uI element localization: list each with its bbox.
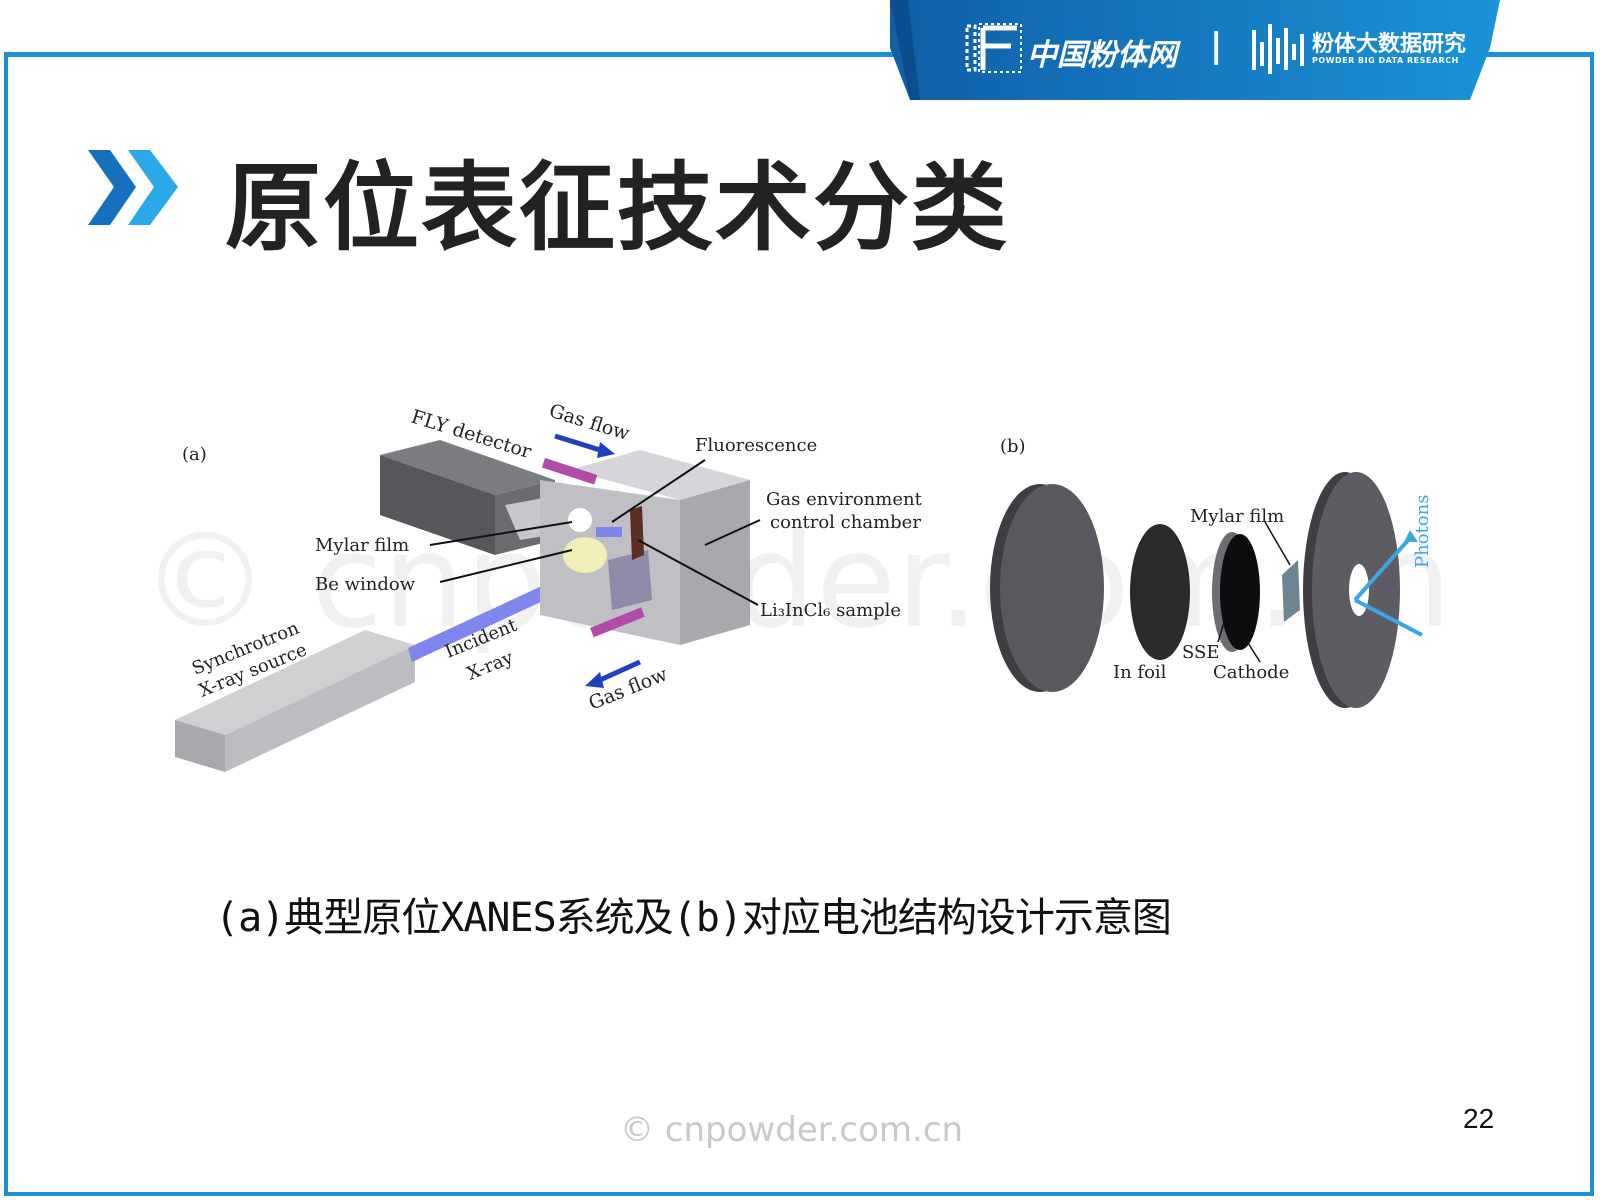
mylar-film-label-b: Mylar film — [1190, 506, 1284, 527]
sample-label: Li₃InCl₆ sample — [760, 600, 901, 621]
mylar-film-shape — [1282, 560, 1300, 622]
mylar-film-label: Mylar film — [315, 535, 409, 556]
page-number: 22 — [1463, 1103, 1495, 1134]
cathode-label: Cathode — [1213, 662, 1289, 683]
be-window-label: Be window — [315, 574, 416, 595]
photons-label: Photons — [1412, 495, 1433, 568]
fluorescence-label: Fluorescence — [695, 435, 817, 456]
right-casing-disk — [1303, 472, 1400, 708]
chevron-double-right-icon — [88, 150, 178, 225]
panel-a-label: (a) — [182, 444, 207, 465]
chamber-label-line1: Gas environment — [766, 489, 923, 510]
in-foil-disk — [1130, 524, 1190, 660]
leader-lines-b — [1217, 521, 1291, 663]
chamber-label-line2: control chamber — [770, 512, 921, 533]
panel-b-label: (b) — [1000, 436, 1026, 457]
gas-flow-pipes — [541, 458, 645, 638]
gas-flow-arrows — [554, 433, 642, 688]
slide-frame — [4, 52, 1594, 1196]
header-banner — [890, 0, 1500, 100]
sse-label: SSE — [1182, 642, 1220, 663]
logo-right-subtext: POWDER BIG DATA RESEARCH — [1312, 56, 1459, 65]
leader-lines — [429, 459, 761, 606]
gas-environment-chamber — [540, 450, 750, 645]
logo-right-text: 粉体大数据研究 — [1312, 32, 1467, 57]
bottom-watermark: © cnpowder.com.cn — [620, 1110, 964, 1150]
page-title: 原位表征技术分类 — [225, 152, 1009, 264]
figure-caption: (a)典型原位XANES系统及(b)对应电池结构设计示意图 — [215, 895, 1172, 941]
logo-left-text: 中国粉体网 — [1027, 38, 1177, 73]
synchrotron-source-box — [175, 630, 415, 772]
cathode-disk — [1220, 534, 1260, 650]
header-separator: | — [1210, 26, 1223, 66]
gas-flow-bottom-label: Gas flow — [586, 663, 672, 715]
photon-arrows — [1353, 536, 1423, 637]
xanes-diagram: (a) — [175, 400, 1433, 772]
cnpowder-logo-icon — [965, 23, 1022, 73]
bar-wave-icon — [1252, 24, 1304, 74]
photon-arrowhead-icon — [1404, 530, 1418, 542]
left-casing-disk — [990, 484, 1104, 692]
in-foil-label: In foil — [1113, 662, 1167, 683]
